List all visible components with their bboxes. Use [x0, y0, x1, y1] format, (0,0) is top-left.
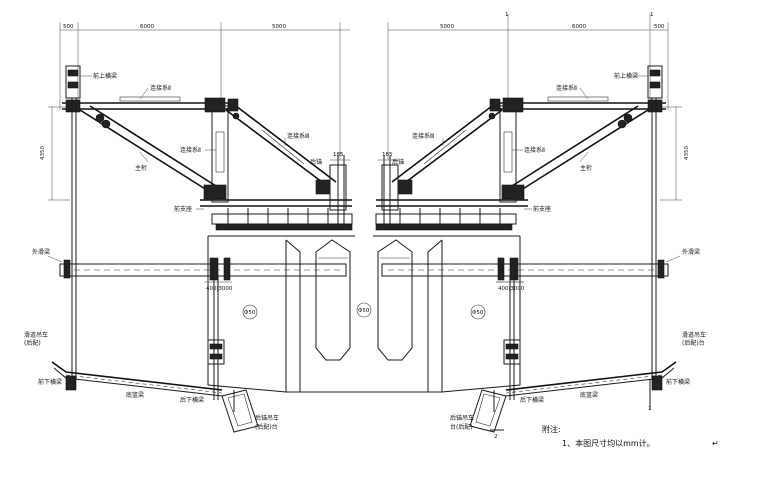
- notes-title: 附注:: [542, 424, 561, 434]
- box-girder-section: Φ50 Φ50 Φ50: [207, 235, 521, 393]
- label-rear-anchor-car-sub-right: 台(后配): [450, 423, 473, 431]
- right-side-marks: 400|3000 185 1 2: [382, 152, 652, 440]
- label-hanger-hook-sub-right: (后配)台: [682, 339, 705, 347]
- label-main-truss-right: 主桁: [580, 164, 592, 172]
- dim-anchor-right: 400|3000: [498, 286, 525, 292]
- hole-marker-center: [356, 302, 372, 318]
- label-hanger-hook-left: 滑道吊车: [24, 331, 48, 339]
- dim-top-left-500: 500: [63, 24, 74, 30]
- label-link-system-2-left: 连接系Ⅱ: [180, 146, 201, 154]
- dim-top-left-5000: 5000: [272, 24, 286, 30]
- dim-height-left: 4350: [40, 146, 46, 160]
- label-link-system-3-right: 连接系Ⅲ: [412, 132, 434, 140]
- height-dimensions: 4350 4350: [40, 106, 690, 201]
- hole-label-center: Φ50: [358, 308, 370, 314]
- left-hanging-basket: 400|3000 185: [51, 65, 353, 433]
- dim-top-left-6000: 6000: [140, 24, 154, 30]
- label-outer-slide-beam-right: 外滑梁: [682, 248, 700, 256]
- label-link-system-3-left: 连接系Ⅲ: [287, 132, 309, 140]
- dim-height-right: 4350: [684, 146, 690, 160]
- dim-pin-gap-right: 185: [382, 152, 393, 158]
- label-rear-anchor-car-left: 后锚吊车: [255, 414, 279, 422]
- label-front-lower-beam-right: 前下横梁: [666, 378, 690, 386]
- section-mark-bottom-2: 2: [494, 434, 498, 440]
- dim-anchor-left: 400|3000: [206, 286, 233, 292]
- dim-top-right-5000: 5000: [440, 24, 454, 30]
- label-front-lower-beam-left: 前下横梁: [38, 378, 62, 386]
- label-bottom-basket-beam-left: 底篮梁: [126, 391, 144, 399]
- label-rear-lower-beam-right: 后下横梁: [520, 396, 544, 404]
- hole-marker-left: [242, 304, 258, 320]
- dim-pin-gap-left: 185: [333, 152, 344, 158]
- label-hanger-hook-right: 滑道吊车: [682, 331, 706, 339]
- hole-label-left: Φ50: [244, 310, 256, 316]
- label-front-support-left: 前支座: [174, 205, 192, 213]
- label-rear-lower-beam-left: 后下横梁: [180, 396, 204, 404]
- label-rear-anchor-right: 后锚: [392, 158, 404, 166]
- label-rear-anchor-car-sub-left: (后配)台: [255, 423, 278, 431]
- left-bearing-studs: [227, 208, 329, 224]
- label-front-support-right: 前支座: [533, 205, 551, 213]
- hole-marker-right: [470, 304, 486, 320]
- notes-block: 附注: 1、本图尺寸均以mm计。 ↵: [542, 424, 719, 448]
- section-mark-top-2: 1: [650, 12, 654, 18]
- top-dimension-lines: 500 6000 5000 5000 6000 500 1 1: [59, 12, 669, 160]
- label-rear-anchor-car-right: 后锚吊车: [450, 414, 474, 422]
- dim-top-right-6000: 6000: [572, 24, 586, 30]
- label-link-system-1-right: 连接系Ⅱ: [556, 84, 577, 92]
- section-mark-bottom-right: 1: [648, 406, 652, 412]
- right-labels: 前上横梁 连接系Ⅱ 连接系Ⅱ 连接系Ⅲ 主桁 前支座 后锚 外滑梁 滑道吊车 (…: [392, 72, 706, 431]
- notes-line-1: 1、本图尺寸均以mm计。: [562, 438, 655, 448]
- label-rear-anchor-left: 后锚: [310, 158, 322, 166]
- label-front-upper-beam-left: 前上横梁: [93, 72, 117, 80]
- label-outer-slide-beam-left: 外滑梁: [32, 248, 50, 256]
- right-hanging-basket: [375, 65, 677, 433]
- section-mark-top-1: 1: [505, 12, 509, 18]
- hole-label-right: Φ50: [472, 310, 484, 316]
- label-hanger-hook-sub-left: (后配): [24, 339, 41, 347]
- label-link-system-1-left: 连接系Ⅱ: [150, 84, 171, 92]
- return-icon: ↵: [712, 439, 719, 448]
- dim-top-right-500: 500: [654, 24, 665, 30]
- label-link-system-2-right: 连接系Ⅱ: [524, 146, 545, 154]
- label-bottom-basket-beam-right: 底篮梁: [580, 391, 598, 399]
- label-main-truss-left: 主桁: [135, 164, 147, 172]
- left-labels: 前上横梁 连接系Ⅱ 连接系Ⅱ 连接系Ⅲ 主桁 前支座 后锚 外滑梁 滑道吊车 (…: [24, 72, 322, 431]
- label-front-upper-beam-right: 前上横梁: [614, 72, 638, 80]
